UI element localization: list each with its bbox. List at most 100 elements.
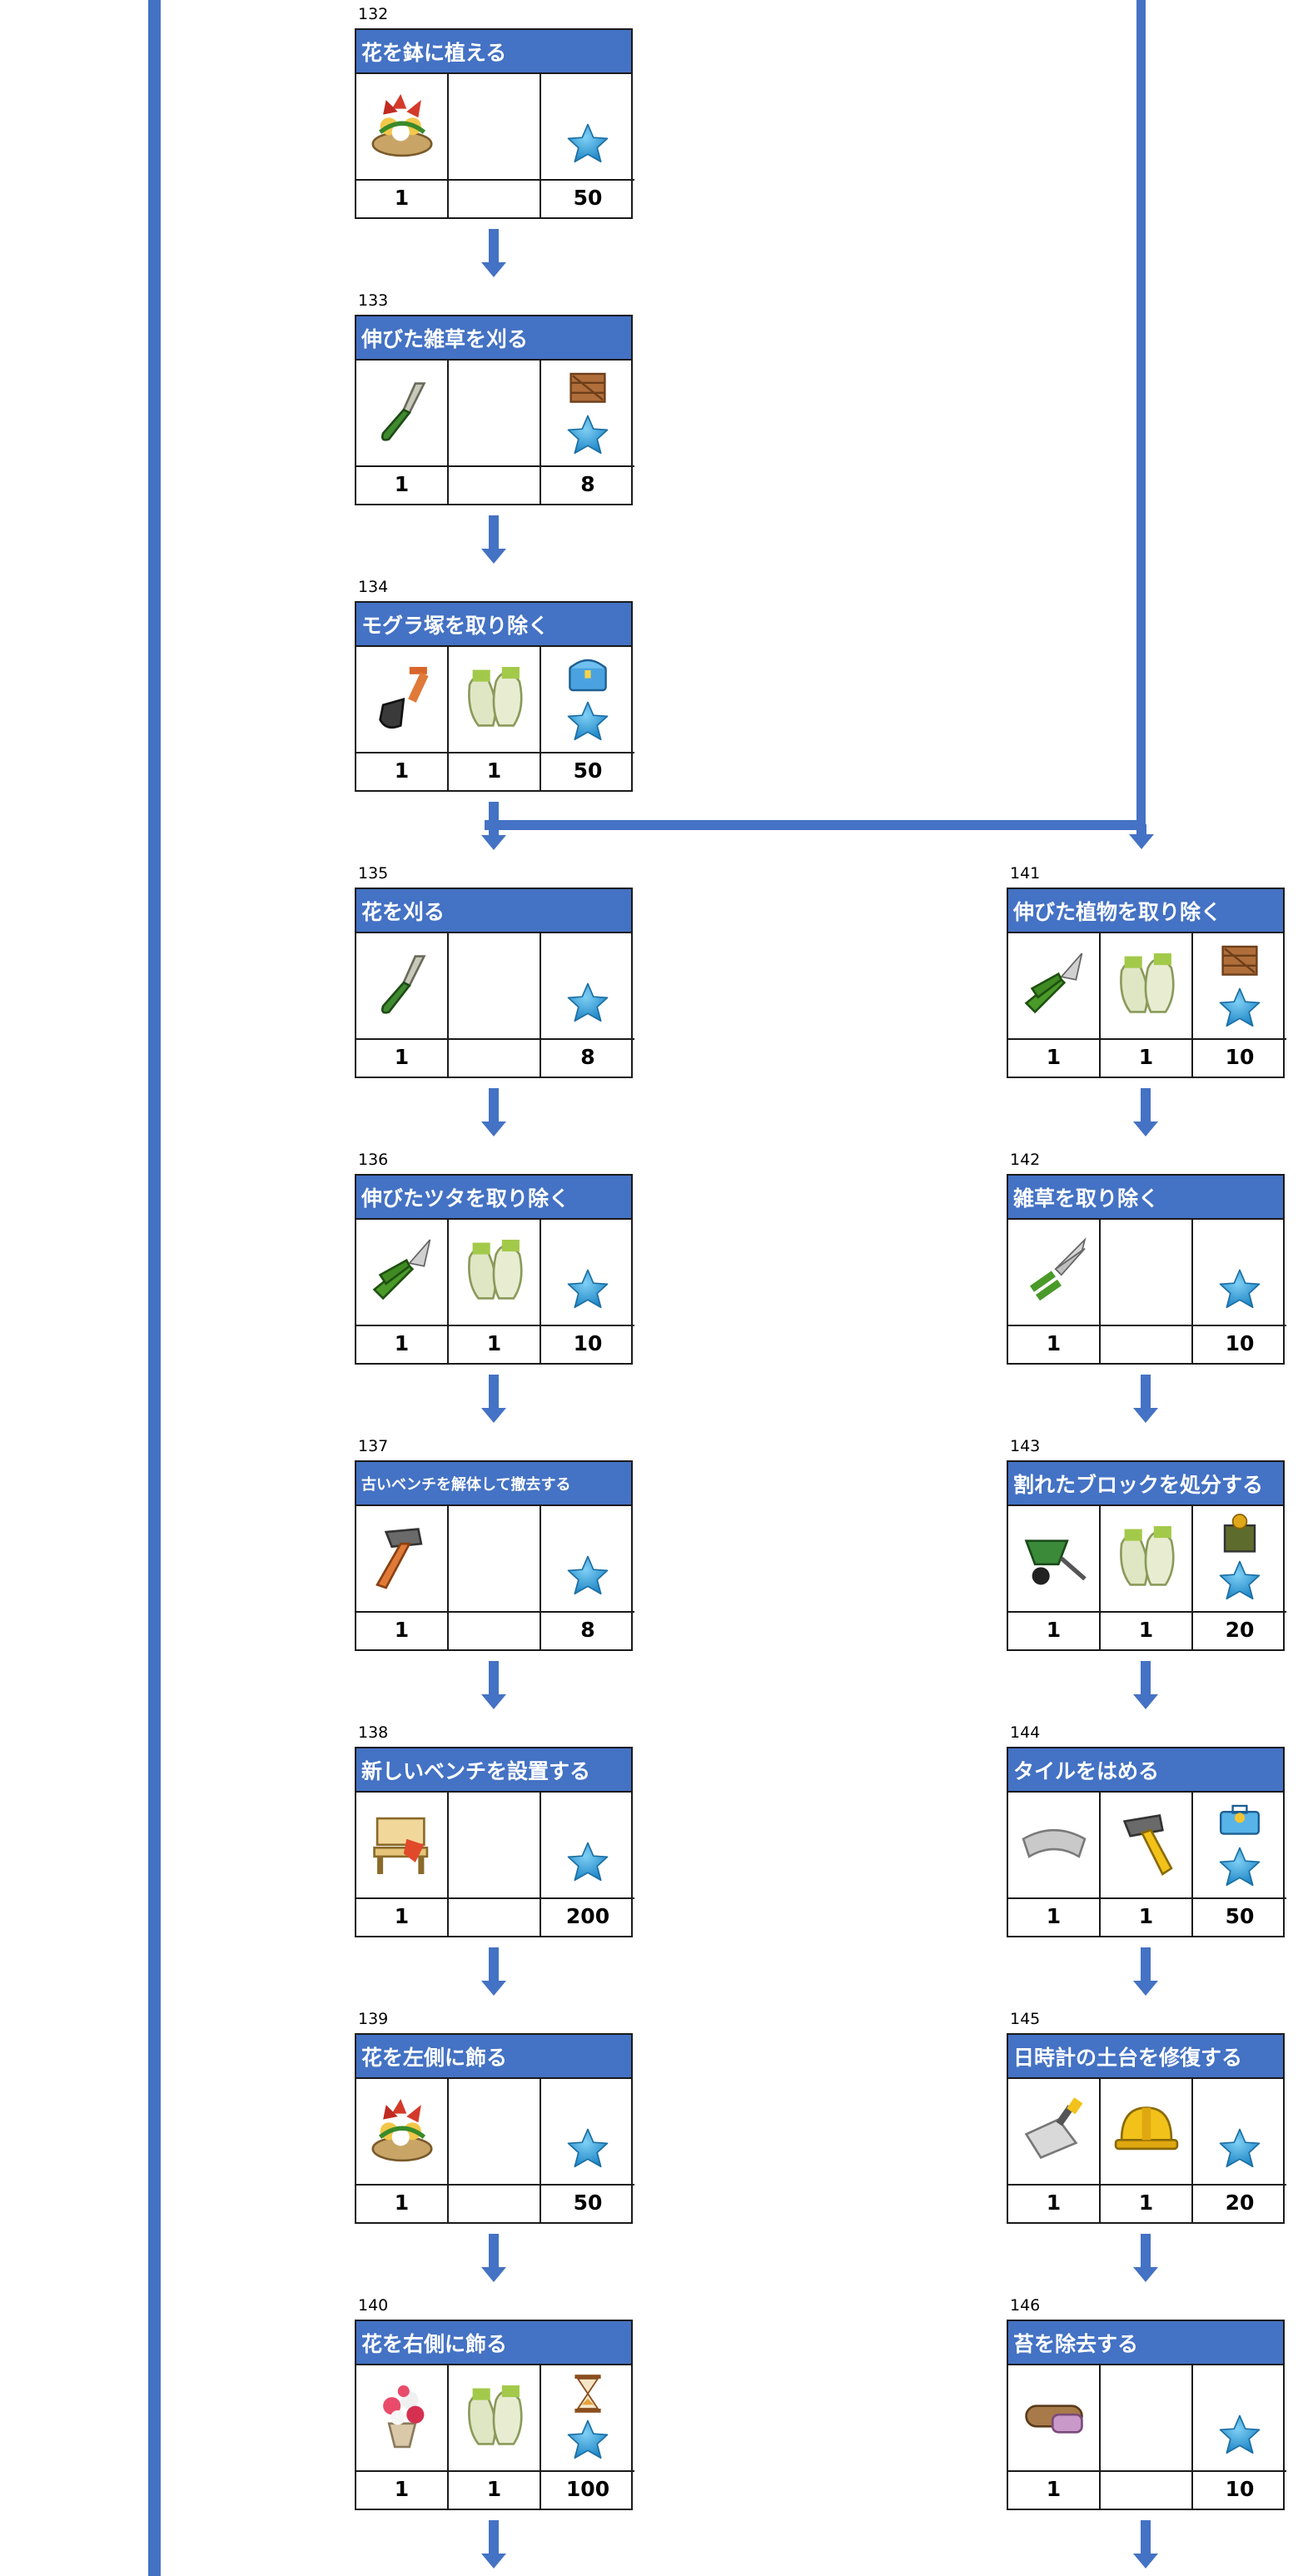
flow-arrow bbox=[480, 229, 508, 281]
star-icon bbox=[564, 1266, 611, 1316]
count-cell: 100 bbox=[565, 2477, 610, 2501]
gloves-icon bbox=[458, 661, 531, 738]
flower-pot-icon bbox=[366, 88, 439, 165]
count-cell: 1 bbox=[1101, 1613, 1193, 1649]
task-title: 花を鉢に植える bbox=[355, 28, 633, 74]
reward-slot bbox=[1193, 933, 1286, 1040]
yellow-hammer-icon bbox=[1110, 1807, 1183, 1883]
task-number: 144 bbox=[1010, 1723, 1041, 1742]
task-title: 花を刈る bbox=[355, 888, 633, 933]
item-slot bbox=[356, 2365, 449, 2472]
flow-arrow bbox=[1131, 2234, 1160, 2285]
item-slot bbox=[449, 361, 541, 467]
item-slot bbox=[356, 647, 449, 753]
item-slot bbox=[449, 1220, 541, 1326]
count-cell bbox=[449, 181, 541, 217]
count-cell: 1 bbox=[1101, 2186, 1193, 2222]
flower-bouquet-icon bbox=[366, 2380, 439, 2456]
star-icon bbox=[1216, 2412, 1263, 2462]
trowel-icon bbox=[1017, 2093, 1091, 2170]
item-slot bbox=[449, 1506, 541, 1613]
hard-hat-icon bbox=[1110, 2093, 1183, 2170]
item-slot bbox=[449, 647, 541, 753]
reward-slot bbox=[541, 647, 634, 753]
blue-chest-icon bbox=[563, 650, 613, 704]
task-number: 134 bbox=[358, 578, 389, 596]
gloves-icon bbox=[458, 2380, 531, 2456]
count-cell: 10 bbox=[1225, 2477, 1255, 2501]
star-icon bbox=[564, 412, 611, 462]
pruning-shears-icon bbox=[1017, 947, 1091, 1024]
task-title: 花を右側に飾る bbox=[355, 2320, 633, 2365]
star-icon bbox=[564, 1839, 611, 1889]
reward-slot bbox=[541, 1793, 634, 1899]
star-icon bbox=[1216, 2126, 1263, 2176]
count-cell: 50 bbox=[1225, 1904, 1255, 1928]
item-slot bbox=[1008, 2365, 1101, 2472]
task-title: 割れたブロックを処分する bbox=[1007, 1460, 1285, 1506]
reward-slot bbox=[541, 933, 634, 1040]
count-cell: 1 bbox=[356, 753, 449, 790]
count-cell: 1 bbox=[1008, 2472, 1101, 2509]
count-cell bbox=[449, 1040, 541, 1077]
count-cell: 10 bbox=[1225, 1331, 1255, 1355]
task-number: 139 bbox=[358, 2010, 389, 2028]
flow-line-right-top bbox=[1136, 0, 1146, 833]
item-slot bbox=[356, 74, 449, 181]
item-slot bbox=[1008, 933, 1101, 1040]
shovel-icon bbox=[366, 661, 439, 738]
item-slot bbox=[449, 74, 541, 181]
task-title: 伸びた植物を取り除く bbox=[1007, 888, 1285, 933]
tile-icon bbox=[1017, 1807, 1091, 1883]
reward-slot bbox=[541, 1506, 634, 1613]
count-cell bbox=[449, 2186, 541, 2222]
count-cell: 1 bbox=[449, 2472, 541, 2509]
task-number: 136 bbox=[358, 1151, 389, 1169]
count-cell: 50 bbox=[573, 2191, 603, 2215]
task-number: 141 bbox=[1010, 864, 1041, 883]
reward-slot bbox=[1193, 2365, 1286, 2472]
task-title: 新しいベンチを設置する bbox=[355, 1747, 633, 1793]
item-slot bbox=[1101, 1793, 1193, 1899]
count-cell: 8 bbox=[580, 1618, 595, 1642]
flow-arrow bbox=[480, 2234, 508, 2285]
task-title: モグラ塚を取り除く bbox=[355, 601, 633, 647]
bench-icon bbox=[366, 1807, 439, 1883]
flower-pot-icon bbox=[366, 2093, 439, 2170]
star-icon bbox=[564, 980, 611, 1030]
gloves-icon bbox=[1110, 947, 1183, 1024]
reward-slot bbox=[1193, 1220, 1286, 1326]
flow-arrow bbox=[480, 1088, 508, 1140]
reward-slot bbox=[1193, 2079, 1286, 2186]
flow-arrow bbox=[480, 2520, 508, 2572]
count-cell: 10 bbox=[1225, 1045, 1255, 1069]
star-icon bbox=[564, 121, 611, 171]
task-number: 142 bbox=[1010, 1151, 1041, 1169]
flow-arrow bbox=[480, 1947, 508, 1999]
count-cell: 1 bbox=[356, 2472, 449, 2509]
item-slot bbox=[449, 933, 541, 1040]
task-title: 伸びた雑草を刈る bbox=[355, 315, 633, 361]
item-slot bbox=[449, 2079, 541, 2186]
count-cell: 8 bbox=[580, 472, 595, 496]
count-cell bbox=[449, 1613, 541, 1649]
count-cell: 8 bbox=[580, 1045, 595, 1069]
item-slot bbox=[1101, 933, 1193, 1040]
reward-slot bbox=[1193, 1506, 1286, 1613]
